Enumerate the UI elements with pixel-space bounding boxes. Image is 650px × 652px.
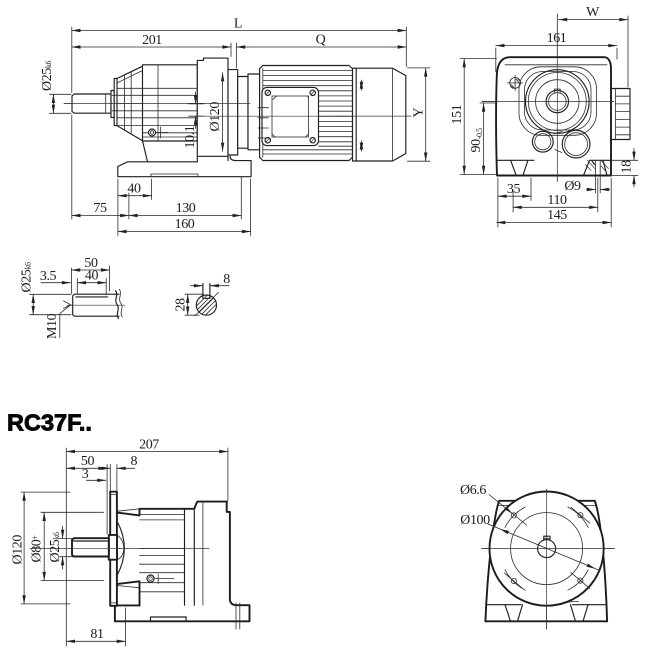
svg-text:10.1: 10.1 xyxy=(183,125,198,148)
svg-text:Ø80+: Ø80+ xyxy=(30,535,45,563)
svg-text:145: 145 xyxy=(547,208,567,223)
svg-text:50: 50 xyxy=(81,454,95,469)
svg-text:3: 3 xyxy=(82,467,89,482)
svg-text:201: 201 xyxy=(142,33,162,48)
svg-text:8: 8 xyxy=(223,272,230,287)
svg-text:151: 151 xyxy=(450,104,465,124)
svg-text:161: 161 xyxy=(547,31,567,46)
svg-text:40: 40 xyxy=(127,182,141,197)
svg-text:Ø25k6: Ø25k6 xyxy=(40,60,55,91)
svg-text:207: 207 xyxy=(139,438,159,453)
svg-text:18: 18 xyxy=(620,160,635,174)
svg-text:130: 130 xyxy=(176,201,196,216)
svg-text:75: 75 xyxy=(93,201,107,216)
svg-text:50: 50 xyxy=(84,256,98,271)
svg-text:110: 110 xyxy=(547,193,567,208)
svg-text:Y: Y xyxy=(412,108,427,118)
svg-text:Ø100: Ø100 xyxy=(460,513,490,528)
svg-text:81: 81 xyxy=(90,627,104,642)
svg-text:8: 8 xyxy=(130,454,137,469)
svg-text:35: 35 xyxy=(507,182,521,197)
svg-text:28: 28 xyxy=(174,298,189,312)
svg-text:Ø120: Ø120 xyxy=(10,535,25,565)
svg-text:40: 40 xyxy=(85,269,99,284)
svg-text:Ø6.6: Ø6.6 xyxy=(460,483,486,498)
svg-text:M10: M10 xyxy=(45,313,60,339)
svg-text:W: W xyxy=(586,5,600,20)
svg-text:RC37F..: RC37F.. xyxy=(7,410,92,436)
svg-text:160: 160 xyxy=(175,217,195,232)
svg-text:Ø9: Ø9 xyxy=(564,179,581,194)
svg-text:3.5: 3.5 xyxy=(40,269,57,284)
svg-text:Q: Q xyxy=(316,33,326,48)
svg-text:Ø25k6: Ø25k6 xyxy=(48,532,63,563)
svg-text:Ø25k6: Ø25k6 xyxy=(20,262,35,293)
svg-text:L: L xyxy=(234,17,242,32)
